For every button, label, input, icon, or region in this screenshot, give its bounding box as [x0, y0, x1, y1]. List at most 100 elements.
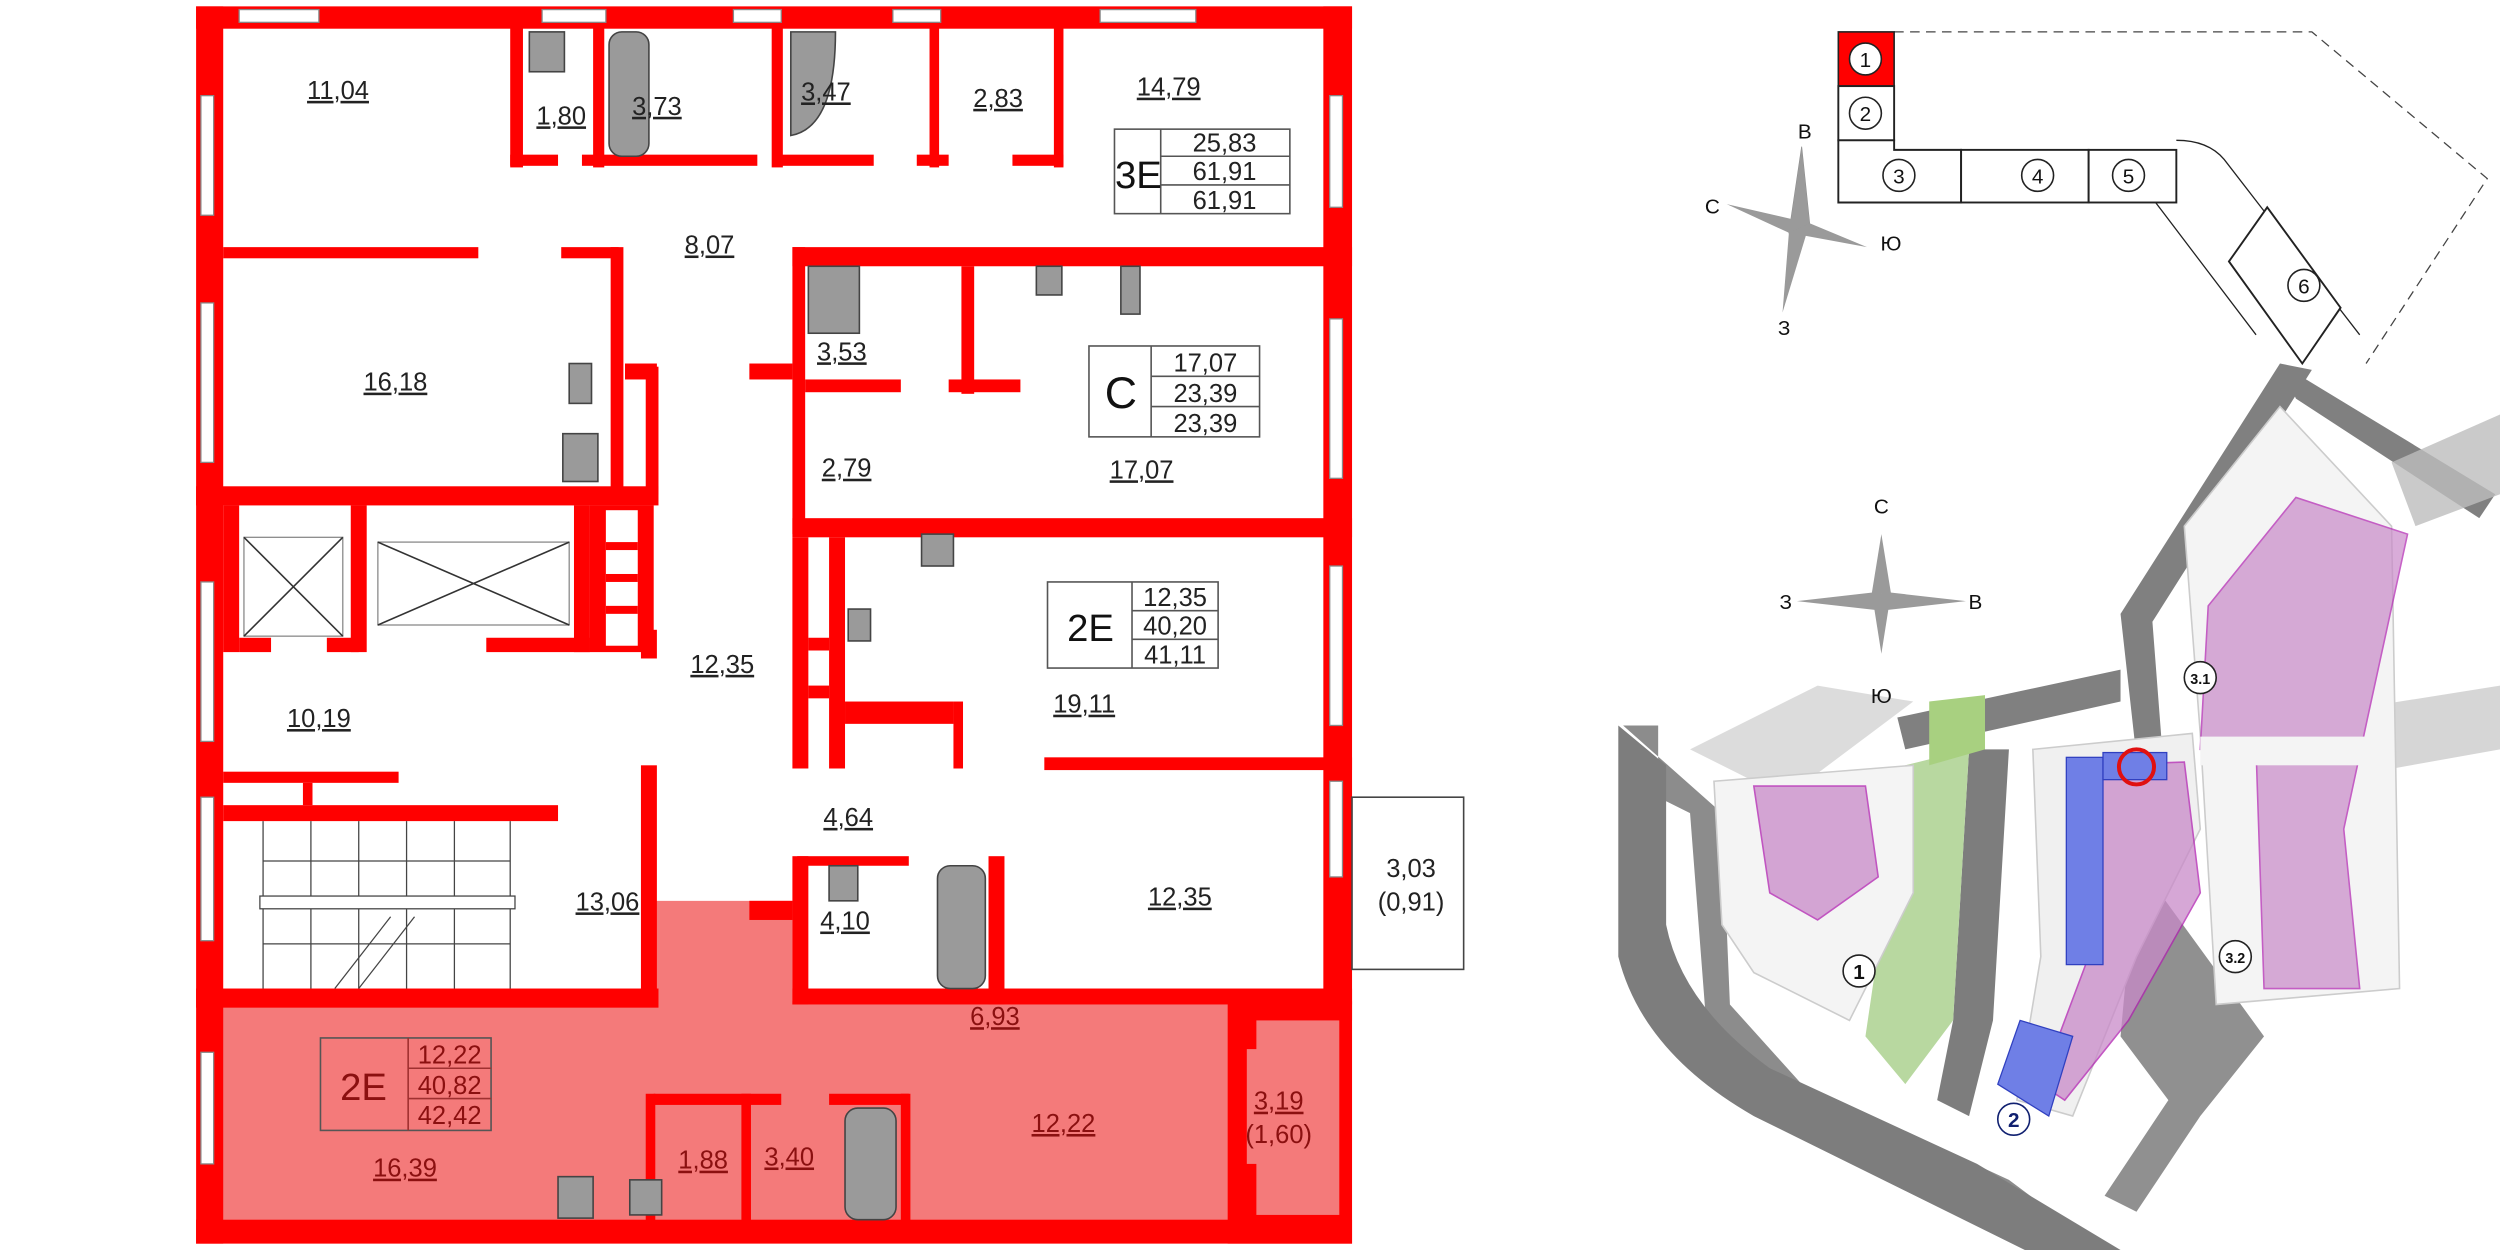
- washing-machine-icon: [528, 31, 566, 73]
- apartment-type: 3E: [1115, 154, 1162, 197]
- apartment-area: 61,91: [1193, 158, 1257, 186]
- room-area: 16,18: [364, 369, 428, 397]
- fixtures: [528, 31, 1141, 1221]
- room-area: 3,53: [817, 338, 867, 366]
- shower-icon: [807, 265, 861, 335]
- room-area: 14,79: [1137, 74, 1201, 102]
- room-area: 3,40: [764, 1143, 814, 1171]
- courtyard: [2039, 761, 2202, 1102]
- apartment-area: 42,42: [418, 1102, 482, 1130]
- apartment-area: 40,20: [1143, 613, 1207, 641]
- bathtub-icon: [936, 864, 987, 990]
- room-area: 3,19: [1254, 1088, 1304, 1116]
- courtyard: [1752, 785, 1880, 921]
- compass-label-east: В: [1798, 121, 1812, 144]
- compass-label-north: С: [1874, 495, 1889, 518]
- sink-icon: [628, 1179, 663, 1216]
- svg-text:3: 3: [1893, 165, 1905, 188]
- shower-icon: [790, 31, 837, 137]
- sink-icon: [847, 608, 872, 642]
- stove-icon: [1120, 265, 1141, 315]
- compass-label-south: З: [1778, 317, 1791, 340]
- svg-text:4: 4: [2032, 165, 2044, 188]
- room-area: 12,22: [1032, 1110, 1096, 1138]
- washing-machine-icon: [828, 864, 859, 902]
- building-highlight: [2065, 756, 2104, 966]
- room-area: 3,03: [1386, 855, 1436, 883]
- building-label-2[interactable]: 2: [1996, 1102, 2031, 1137]
- room-area: 10,19: [287, 705, 351, 733]
- apartment-area: 61,91: [1193, 187, 1257, 215]
- stove-icon: [557, 1175, 594, 1219]
- key-plan-section-1[interactable]: 1: [1837, 31, 1895, 87]
- room-area: 3,47: [801, 78, 851, 106]
- svg-text:3.1: 3.1: [2190, 672, 2210, 688]
- room-area: (1,60): [1245, 1121, 1312, 1149]
- stove-icon: [562, 432, 599, 483]
- apartment-area: 41,11: [1144, 641, 1206, 669]
- building-label-1[interactable]: 1: [1842, 954, 1876, 988]
- selected-building-marker: [2116, 747, 2157, 787]
- room-area: 17,07: [1110, 456, 1174, 484]
- building-label-3-2[interactable]: 3.2: [2218, 939, 2253, 974]
- key-plan-section-2[interactable]: 2: [1837, 85, 1896, 142]
- site-plan: 1 2 3.1 3.2 С З В Ю: [1618, 363, 2500, 1250]
- compass-label-east: В: [1969, 591, 1983, 614]
- room-area: 12,35: [690, 651, 754, 679]
- sink-icon: [1035, 265, 1063, 296]
- room-area: 1,80: [536, 102, 586, 130]
- key-plan: 1 2 3 4 5 6: [1705, 31, 2489, 366]
- compass-label-north: С: [1705, 196, 1720, 219]
- room-area: 12,35: [1148, 884, 1212, 912]
- apartment-legend-3e[interactable]: 3E 25,83 61,91 61,91: [1113, 128, 1291, 215]
- room-area: 2,79: [822, 455, 872, 483]
- apartment-area: 17,07: [1173, 349, 1237, 377]
- room-area: 19,11: [1053, 691, 1115, 719]
- building-label-3-1[interactable]: 3.1: [2183, 660, 2217, 695]
- compass-label-west: Ю: [1880, 232, 1901, 255]
- svg-text:1: 1: [1860, 49, 1872, 72]
- apartment-legend-c[interactable]: C 17,07 23,39 23,39: [1088, 345, 1261, 438]
- walls: [196, 6, 1465, 1244]
- svg-text:5: 5: [2123, 165, 2135, 188]
- room-area: 8,07: [685, 232, 735, 260]
- highlighted-apartment[interactable]: [207, 900, 1340, 1231]
- apartment-legend-2e[interactable]: 2E 12,35 40,20 41,11: [1046, 581, 1219, 669]
- room-area: 4,64: [823, 804, 873, 832]
- stove-icon: [920, 533, 955, 567]
- compass-rose-icon: В С Ю З: [1705, 121, 1902, 340]
- key-plan-section-4[interactable]: 4: [1960, 148, 2090, 204]
- svg-text:2: 2: [2008, 1109, 2020, 1132]
- svg-text:2: 2: [1860, 103, 1872, 126]
- room-area: 13,06: [576, 888, 640, 916]
- building-highlight: [2102, 751, 2168, 781]
- room-area: (0,91): [1378, 888, 1445, 916]
- room-area: 4,10: [820, 908, 870, 936]
- bathtub-icon: [608, 31, 650, 158]
- svg-text:6: 6: [2298, 275, 2310, 298]
- room-area: 16,39: [373, 1155, 437, 1183]
- apartment-area: 23,39: [1173, 380, 1237, 408]
- apartment-area: 40,82: [418, 1072, 482, 1100]
- apartment-type: 2E: [340, 1066, 387, 1109]
- compass-label-south: Ю: [1871, 685, 1892, 708]
- staircase: [259, 821, 516, 989]
- key-plan-section-5[interactable]: 5: [2087, 148, 2178, 204]
- apartment-area: 12,35: [1143, 584, 1207, 612]
- bathtub-icon: [844, 1107, 897, 1221]
- apartment-type: 2E: [1067, 607, 1114, 650]
- svg-text:1: 1: [1853, 961, 1865, 984]
- sink-icon: [568, 362, 593, 405]
- compass-rose-icon: С З В Ю: [1779, 495, 1982, 708]
- room-area: 6,93: [970, 1003, 1020, 1031]
- room-area: 3,73: [632, 93, 682, 121]
- apartment-area: 23,39: [1173, 410, 1237, 438]
- key-plan-section-3[interactable]: 3: [1837, 139, 1963, 204]
- svg-text:3.2: 3.2: [2225, 951, 2245, 967]
- room-area: 2,83: [973, 85, 1023, 113]
- key-plan-section-6[interactable]: 6: [2227, 205, 2342, 366]
- room-labels: 11,04 1,80 3,73 3,47 2,83 14,79 8,07 16,…: [287, 74, 1444, 1183]
- apartment-legend-2e-highlighted[interactable]: 2E 12,22 40,82 42,42: [319, 1037, 492, 1132]
